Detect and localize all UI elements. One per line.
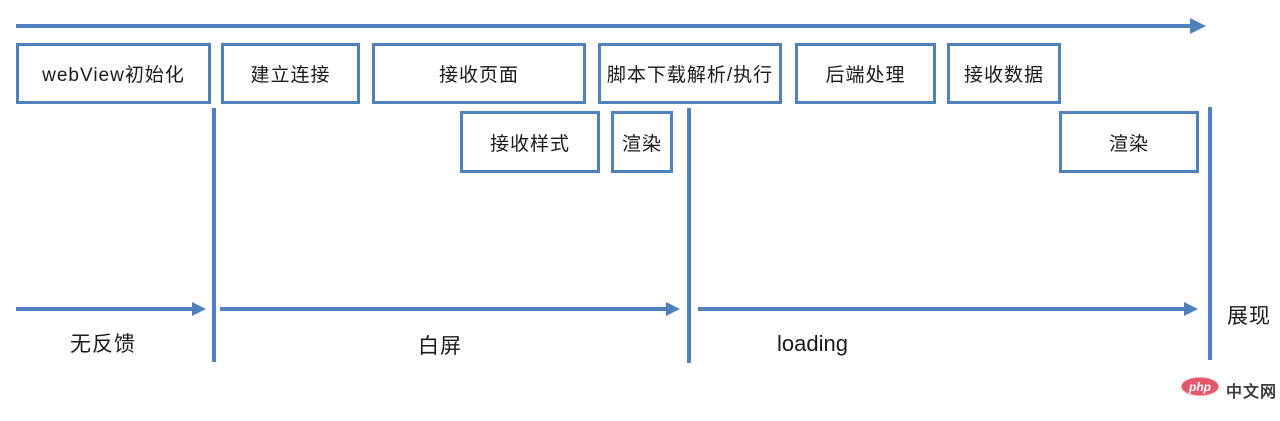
stage-box-script-download-parse-execute: 脚本下载解析/执行 — [598, 43, 782, 104]
phase-arrow-white-screen — [220, 302, 680, 316]
stage-box-receive-styles: 接收样式 — [460, 111, 600, 173]
phase-label-white-screen: 白屏 — [418, 335, 462, 358]
phase-label-loading: loading — [777, 331, 848, 356]
watermark-site-name: 中文网 — [1226, 384, 1278, 401]
phase-label-no-feedback: 无反馈 — [70, 333, 136, 356]
phase-arrow-no-feedback — [16, 302, 206, 316]
phase-divider-2 — [687, 108, 691, 363]
phase-divider-1 — [212, 108, 216, 362]
php-logo-icon: php — [1181, 377, 1219, 396]
stage-box-render-2: 渲染 — [1059, 111, 1199, 173]
stage-box-receive-page: 接收页面 — [372, 43, 586, 104]
top-timeline-arrow — [16, 18, 1206, 34]
stage-box-webview-init: webView初始化 — [16, 43, 211, 104]
stage-box-establish-connection: 建立连接 — [221, 43, 360, 104]
stage-box-receive-data: 接收数据 — [947, 43, 1061, 104]
final-stage-label: 展现 — [1227, 305, 1271, 328]
phase-arrow-loading — [698, 302, 1198, 316]
stage-box-backend-processing: 后端处理 — [795, 43, 936, 104]
stage-box-render-1: 渲染 — [611, 111, 673, 173]
phase-divider-3 — [1208, 107, 1212, 360]
